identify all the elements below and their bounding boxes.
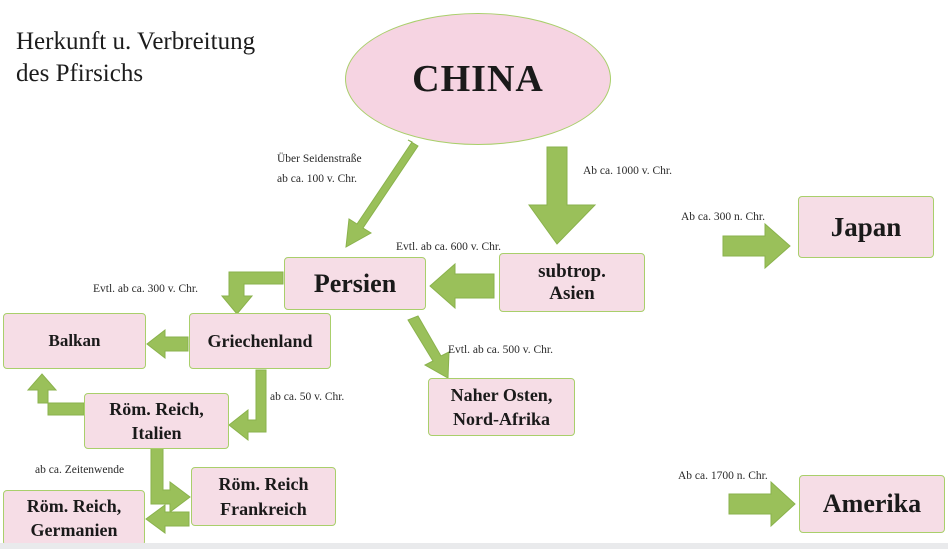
node-amerika: Amerika [799,475,945,533]
node-rom-frankreich: Röm. Reich Frankreich [191,467,336,526]
arrow-china-persien [345,139,419,248]
bottom-divider [0,543,948,549]
arrow-griechenland-balkan [146,328,189,360]
arrow-amerika [728,480,796,528]
label-japan: Ab ca. 300 n. Chr. [681,211,766,223]
arrow-subtrop-persien [429,262,495,310]
label-china-subtrop: Ab ca. 1000 v. Chr. [583,165,673,177]
node-rom-germanien: Röm. Reich, Germanien [3,490,145,546]
arrow-italien-balkan [26,373,85,416]
node-japan: Japan [798,196,934,258]
label-persien-nahost: Evtl. ab ca. 500 v. Chr. [448,344,553,356]
label-seidenstrasse: Über Seidenstraße ab ca. 100 v. Chr. [277,153,362,185]
diagram-title: Herkunft u. Verbreitung des Pfirsichs [16,26,255,90]
node-rom-italien: Röm. Reich, Italien [84,393,229,449]
arrow-china-subtrop [528,146,597,245]
label-persien-griechenland: Evtl. ab ca. 300 v. Chr. [93,283,198,295]
label-amerika: Ab ca. 1700 n. Chr. [678,470,768,482]
arrow-italien-frankreich [150,447,191,513]
node-balkan: Balkan [3,313,146,369]
title-line-1: Herkunft u. Verbreitung [16,28,256,55]
node-griechenland: Griechenland [189,313,331,369]
arrow-griechenland-italien [228,369,267,442]
node-persien: Persien [284,257,426,310]
arrow-frankreich-germanien [145,504,190,534]
node-naher-osten: Naher Osten, Nord-Afrika [428,378,575,436]
label-rom-frankreich: ab ca. Zeitenwende [35,464,125,476]
label-griechenland-rom: ab ca. 50 v. Chr. [270,391,345,403]
arrow-persien-griechenland [220,271,284,315]
node-subtrop-asien: subtrop. Asien [499,253,645,312]
title-line-2: des Pfirsichs [16,60,144,87]
node-china: CHINA [345,13,611,145]
label-subtrop-persien: Evtl. ab ca. 600 v. Chr. [396,241,501,253]
arrow-persien-nahost [407,315,450,379]
arrow-japan [722,222,791,270]
